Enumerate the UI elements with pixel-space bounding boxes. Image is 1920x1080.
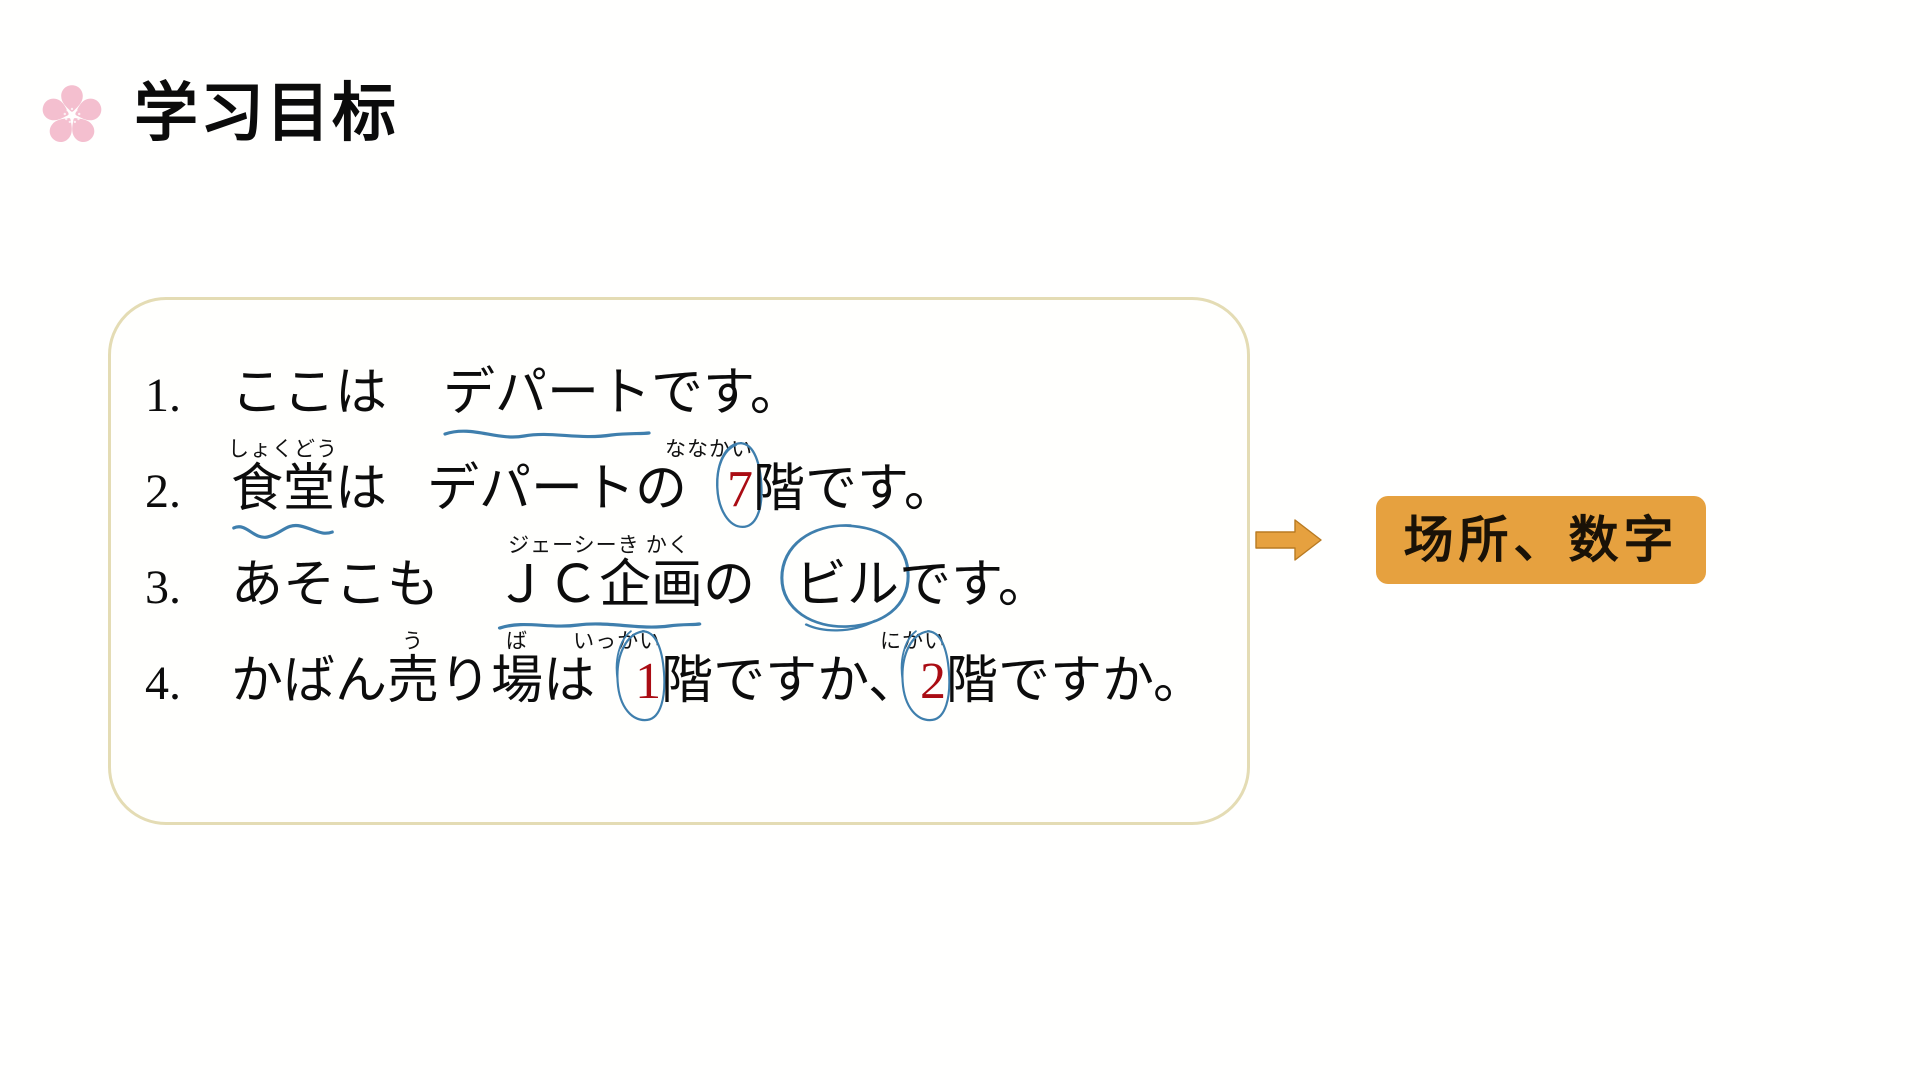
- segment-text: 7: [727, 461, 754, 518]
- furigana-ruby: いっかい: [573, 629, 662, 653]
- furigana-ruby: ジェーシーき かく: [508, 533, 690, 557]
- segment-text: 場: [491, 653, 544, 710]
- sentence-segment: は: [335, 461, 388, 518]
- sentence-segment: かばん: [231, 653, 388, 710]
- page-title: 学习目标: [134, 77, 398, 151]
- sentence-segment: です。: [651, 365, 802, 422]
- line-number: 1.: [145, 369, 181, 422]
- right-arrow-icon: [1255, 519, 1322, 561]
- sentence-segment-ruby: う 売: [387, 631, 440, 712]
- sentence-segment-underlined: デパート: [443, 365, 652, 439]
- segment-text: 売: [387, 653, 440, 710]
- sentence-segment-circled: ビル: [780, 524, 910, 632]
- sentence-card: 1. ここは デパート です。 2. しょくどう 食堂: [108, 297, 1250, 825]
- sentence-line-1: 1. ここは デパート です。: [145, 328, 1237, 439]
- sentence-segment: あそこも: [231, 557, 440, 614]
- sentence-segment: の: [703, 557, 756, 614]
- segment-text: ＪＣ企画: [495, 557, 704, 614]
- furigana-ruby: しょくどう: [228, 437, 338, 461]
- sentence-segment: デパートの: [427, 461, 688, 518]
- line-number: 3.: [145, 561, 181, 614]
- segment-text: 2: [920, 653, 947, 710]
- sentence-segment: です。: [899, 557, 1050, 614]
- keyword-chip-label: 场所、数字: [1403, 512, 1679, 568]
- sakura-flower-icon: [42, 85, 102, 143]
- sentence-segment-highlighted: ななかい 7: [665, 439, 763, 528]
- segment-text: 食堂: [231, 461, 336, 518]
- line-number: 2.: [145, 465, 181, 518]
- slide-title-row: 学习目标: [36, 78, 398, 150]
- line-number: 4.: [145, 657, 181, 710]
- sentence-line-3: 3. あそこも ジェーシーき かく ＪＣ企画 の ビル: [145, 520, 1237, 632]
- sentence-segment-ruby: ば 場: [491, 631, 544, 712]
- sentence-segment-highlighted: にかい 2: [880, 630, 951, 722]
- sentence-segment: 階ですか。: [946, 653, 1206, 710]
- furigana-ruby: ば: [506, 629, 529, 653]
- segment-text: 1: [635, 653, 662, 710]
- sentence-segment-underlined: ジェーシーき かく ＪＣ企画: [495, 535, 704, 630]
- sentence-segment: は: [543, 653, 596, 710]
- furigana-ruby: にかい: [880, 629, 947, 653]
- sentence-segment-underlined: しょくどう 食堂: [228, 439, 337, 539]
- furigana-ruby: う: [402, 629, 425, 653]
- segment-text: ビル: [795, 557, 900, 614]
- keyword-chip: 场所、数字: [1376, 496, 1706, 584]
- sentence-segment-highlighted: いっかい 1: [573, 630, 666, 722]
- sentence-list: 1. ここは デパート です。 2. しょくどう 食堂: [145, 328, 1237, 812]
- sentence-segment: り: [439, 653, 492, 710]
- furigana-ruby: ななかい: [665, 437, 754, 461]
- segment-text: デパート: [443, 365, 652, 422]
- sentence-segment: 階です。: [753, 461, 956, 518]
- sentence-segment: ここは: [231, 365, 388, 422]
- sentence-segment: 階ですか、: [661, 653, 921, 710]
- sentence-line-4: 4. かばん う 売 り ば 場 は いっかい 1: [145, 616, 1237, 722]
- sentence-line-2: 2. しょくどう 食堂 は デパートの ななかい 7: [145, 424, 1237, 539]
